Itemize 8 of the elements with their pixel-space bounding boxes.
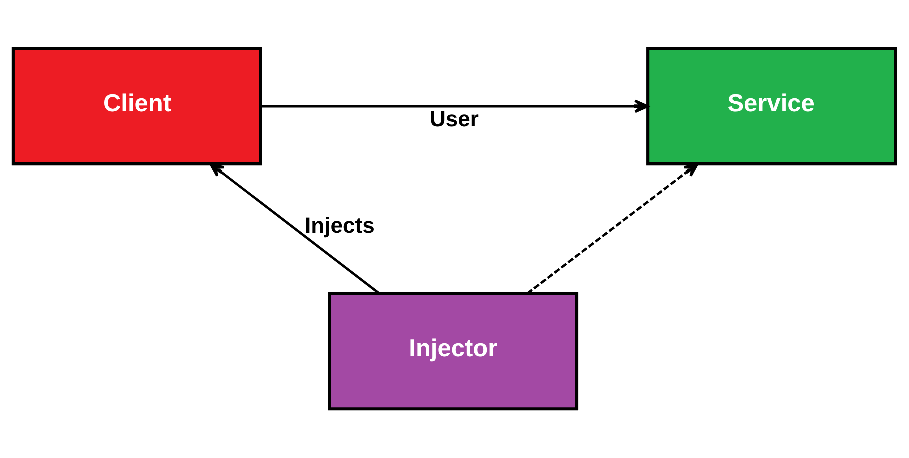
edge-label: User <box>430 106 480 132</box>
arrow <box>526 163 699 295</box>
node-box: Injector <box>328 292 579 411</box>
arrow <box>261 100 649 114</box>
node-box: Client <box>12 47 262 166</box>
edge-label: Injects <box>305 213 375 238</box>
arrow <box>210 163 380 295</box>
node-box: Service <box>646 47 898 166</box>
